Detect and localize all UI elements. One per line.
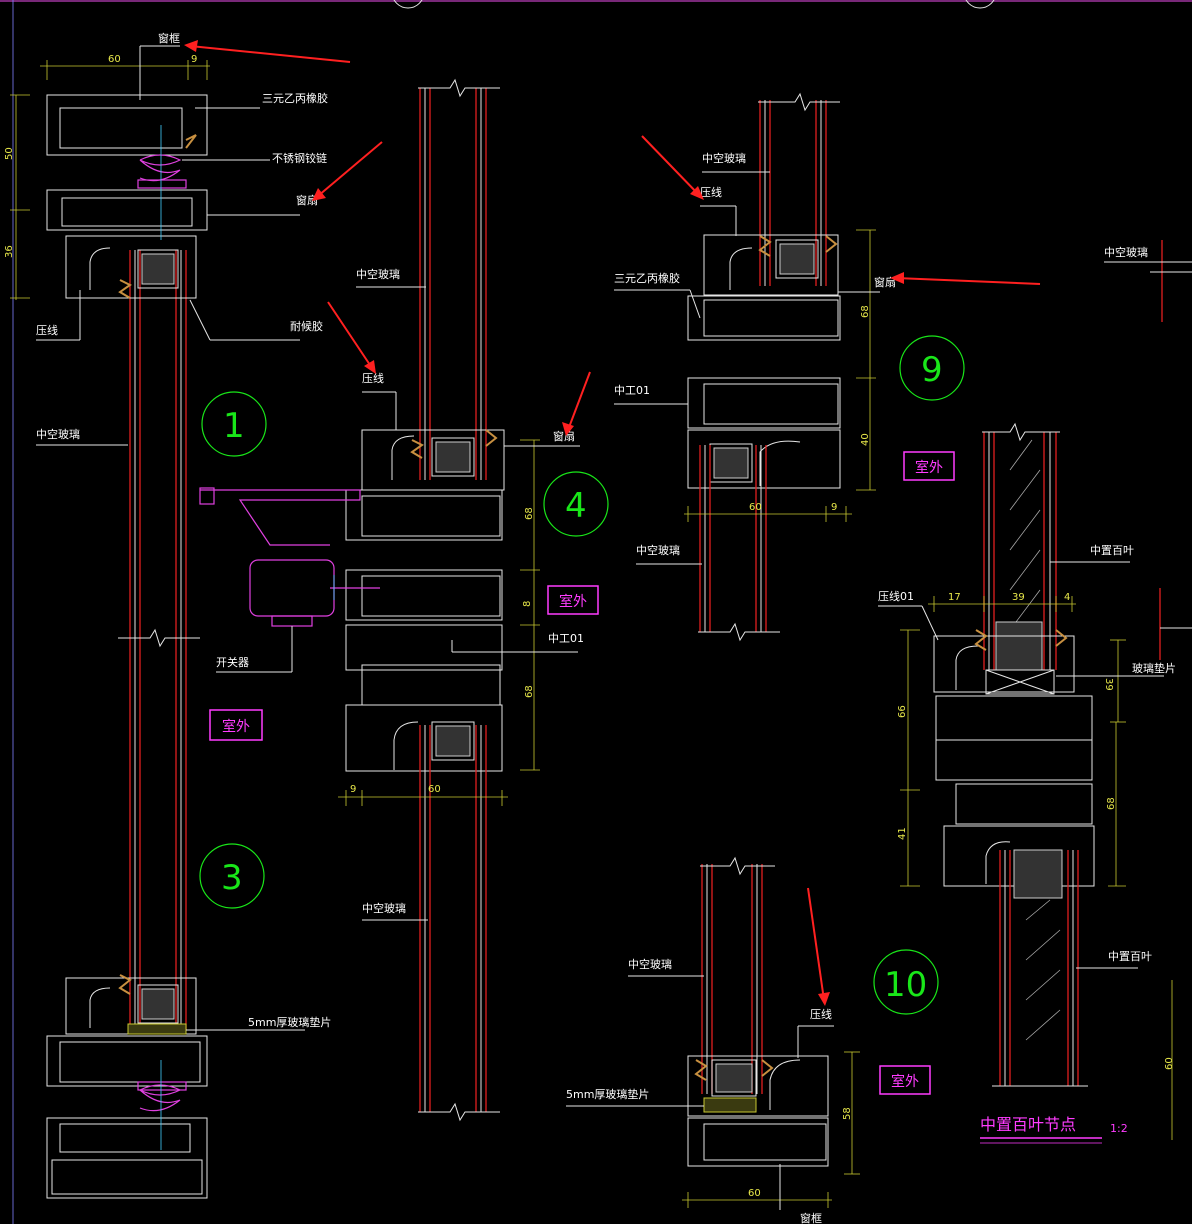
node-number-1: 1 <box>223 406 245 446</box>
dim-10-60: 60 <box>748 1188 761 1199</box>
arrow-head-6 <box>890 272 904 284</box>
label-outdoor-4: 室外 <box>559 593 587 610</box>
dim-4-68a: 68 <box>524 507 535 520</box>
axis-bubble-right <box>965 0 995 9</box>
node-circle-4 <box>543 471 609 537</box>
dim-9-68: 68 <box>860 305 871 318</box>
label-glass-9a: 中空玻璃 <box>702 151 746 165</box>
label-epdm-9: 三元乙丙橡胶 <box>614 271 680 285</box>
label-press-blind: 压线01 <box>878 589 914 603</box>
node-number-9: 9 <box>921 350 943 390</box>
outdoor-box-1 <box>209 709 263 741</box>
node-number-4: 4 <box>565 486 587 526</box>
label-outdoor-1: 室外 <box>222 718 250 735</box>
outdoor-box-9 <box>903 451 955 481</box>
node-1-leaders <box>36 45 305 1031</box>
node-10-section <box>687 856 829 1167</box>
dim-10-58: 58 <box>842 1107 853 1120</box>
label-gasket-blind: 玻璃垫片 <box>1132 661 1176 675</box>
dim-9-60: 60 <box>749 502 762 513</box>
label-sealant: 耐候胶 <box>290 319 323 333</box>
dim-4-8: 8 <box>522 601 533 607</box>
dim-9-9: 9 <box>831 502 837 513</box>
node-1-3-section <box>46 94 208 1199</box>
label-outdoor-9: 室外 <box>915 459 943 476</box>
label-frame-top: 窗框 <box>158 31 180 45</box>
label-glass-10: 中空玻璃 <box>628 957 672 971</box>
node-1-dimensions <box>10 60 210 300</box>
label-gasket-10: 5mm厚玻璃垫片 <box>566 1087 649 1101</box>
label-sash-9: 窗扇 <box>874 275 896 289</box>
node-circle-9 <box>899 335 965 401</box>
node-number-3: 3 <box>221 858 243 898</box>
dim-4-9: 9 <box>350 784 356 795</box>
node-10-dimensions <box>682 1051 860 1208</box>
dim-1-36: 36 <box>4 245 15 258</box>
blind-node-title: 中置百叶节点 <box>980 1115 1076 1134</box>
label-glass-1: 中空玻璃 <box>36 427 80 441</box>
label-opener: 开关器 <box>216 655 249 669</box>
arrow-head-4 <box>562 422 574 436</box>
arrow-head-2 <box>312 188 326 201</box>
blind-node-leaders <box>878 561 1164 969</box>
label-outdoor-10: 室外 <box>891 1073 919 1090</box>
arrow-head-7 <box>818 992 830 1006</box>
dim-4-60: 60 <box>428 784 441 795</box>
label-press-9: 压线 <box>700 185 722 199</box>
dim-blind-39b: 39 <box>1103 678 1114 691</box>
blind-node-scale: 1:2 <box>1110 1122 1128 1135</box>
node-9-section <box>687 92 841 642</box>
node-4-leaders <box>216 286 580 921</box>
dim-9-40: 40 <box>860 433 871 446</box>
node-circle-1 <box>201 391 267 457</box>
arrow-head-1 <box>184 40 198 52</box>
arrow-head-3 <box>364 360 376 374</box>
node-circle-10 <box>873 949 939 1015</box>
label-press-1: 压线 <box>36 323 58 337</box>
dim-blind-66: 66 <box>897 705 908 718</box>
outdoor-box-4 <box>547 585 599 615</box>
blind-node-section <box>933 422 1095 1087</box>
dim-blind-68: 68 <box>1106 797 1117 810</box>
label-press-10: 压线 <box>810 1007 832 1021</box>
node-circle-3 <box>199 843 265 909</box>
dim-blind-17: 17 <box>948 592 961 603</box>
node-10-leaders <box>566 975 834 1210</box>
label-press-4: 压线 <box>362 371 384 385</box>
arrow-head-5 <box>690 186 704 200</box>
label-gasket-1: 5mm厚玻璃垫片 <box>248 1015 331 1029</box>
label-frame-10: 窗框 <box>800 1211 822 1224</box>
label-mullion-9: 中工01 <box>614 384 650 397</box>
dim-blind-60: 60 <box>1164 1057 1175 1070</box>
label-glass-4a: 中空玻璃 <box>356 267 400 281</box>
node-number-10: 10 <box>884 965 927 1005</box>
label-epdm-top: 三元乙丙橡胶 <box>262 91 328 105</box>
dim-blind-39a: 39 <box>1012 592 1025 603</box>
dim-4-68b: 68 <box>524 685 535 698</box>
label-glass-right: 中空玻璃 <box>1104 245 1148 259</box>
outdoor-box-10 <box>879 1065 931 1095</box>
dim-1-9: 9 <box>191 54 197 65</box>
label-hinge: 不锈钢铰链 <box>272 151 327 165</box>
label-sash-4: 窗扇 <box>553 429 575 443</box>
blind-node-dimensions <box>900 596 1126 887</box>
right-edge-fragment <box>1150 240 1192 1140</box>
node-9-leaders <box>614 171 880 565</box>
axis-bubble-left <box>393 0 423 9</box>
label-glass-9b: 中空玻璃 <box>636 543 680 557</box>
dim-blind-41: 41 <box>897 827 908 840</box>
label-blind-top: 中置百叶 <box>1090 544 1134 557</box>
label-mullion-4: 中工01 <box>548 632 584 645</box>
node-4-dimensions <box>338 439 540 806</box>
node-4-section <box>199 78 505 1122</box>
annotation-arrows <box>184 40 1041 1006</box>
dim-blind-4: 4 <box>1064 592 1070 603</box>
dim-1-60: 60 <box>108 54 121 65</box>
dim-1-50: 50 <box>4 147 15 160</box>
label-glass-4b: 中空玻璃 <box>362 901 406 915</box>
label-blind-bottom: 中置百叶 <box>1108 950 1152 963</box>
node-9-dimensions <box>684 229 876 522</box>
label-sash-1: 窗扇 <box>296 193 318 207</box>
